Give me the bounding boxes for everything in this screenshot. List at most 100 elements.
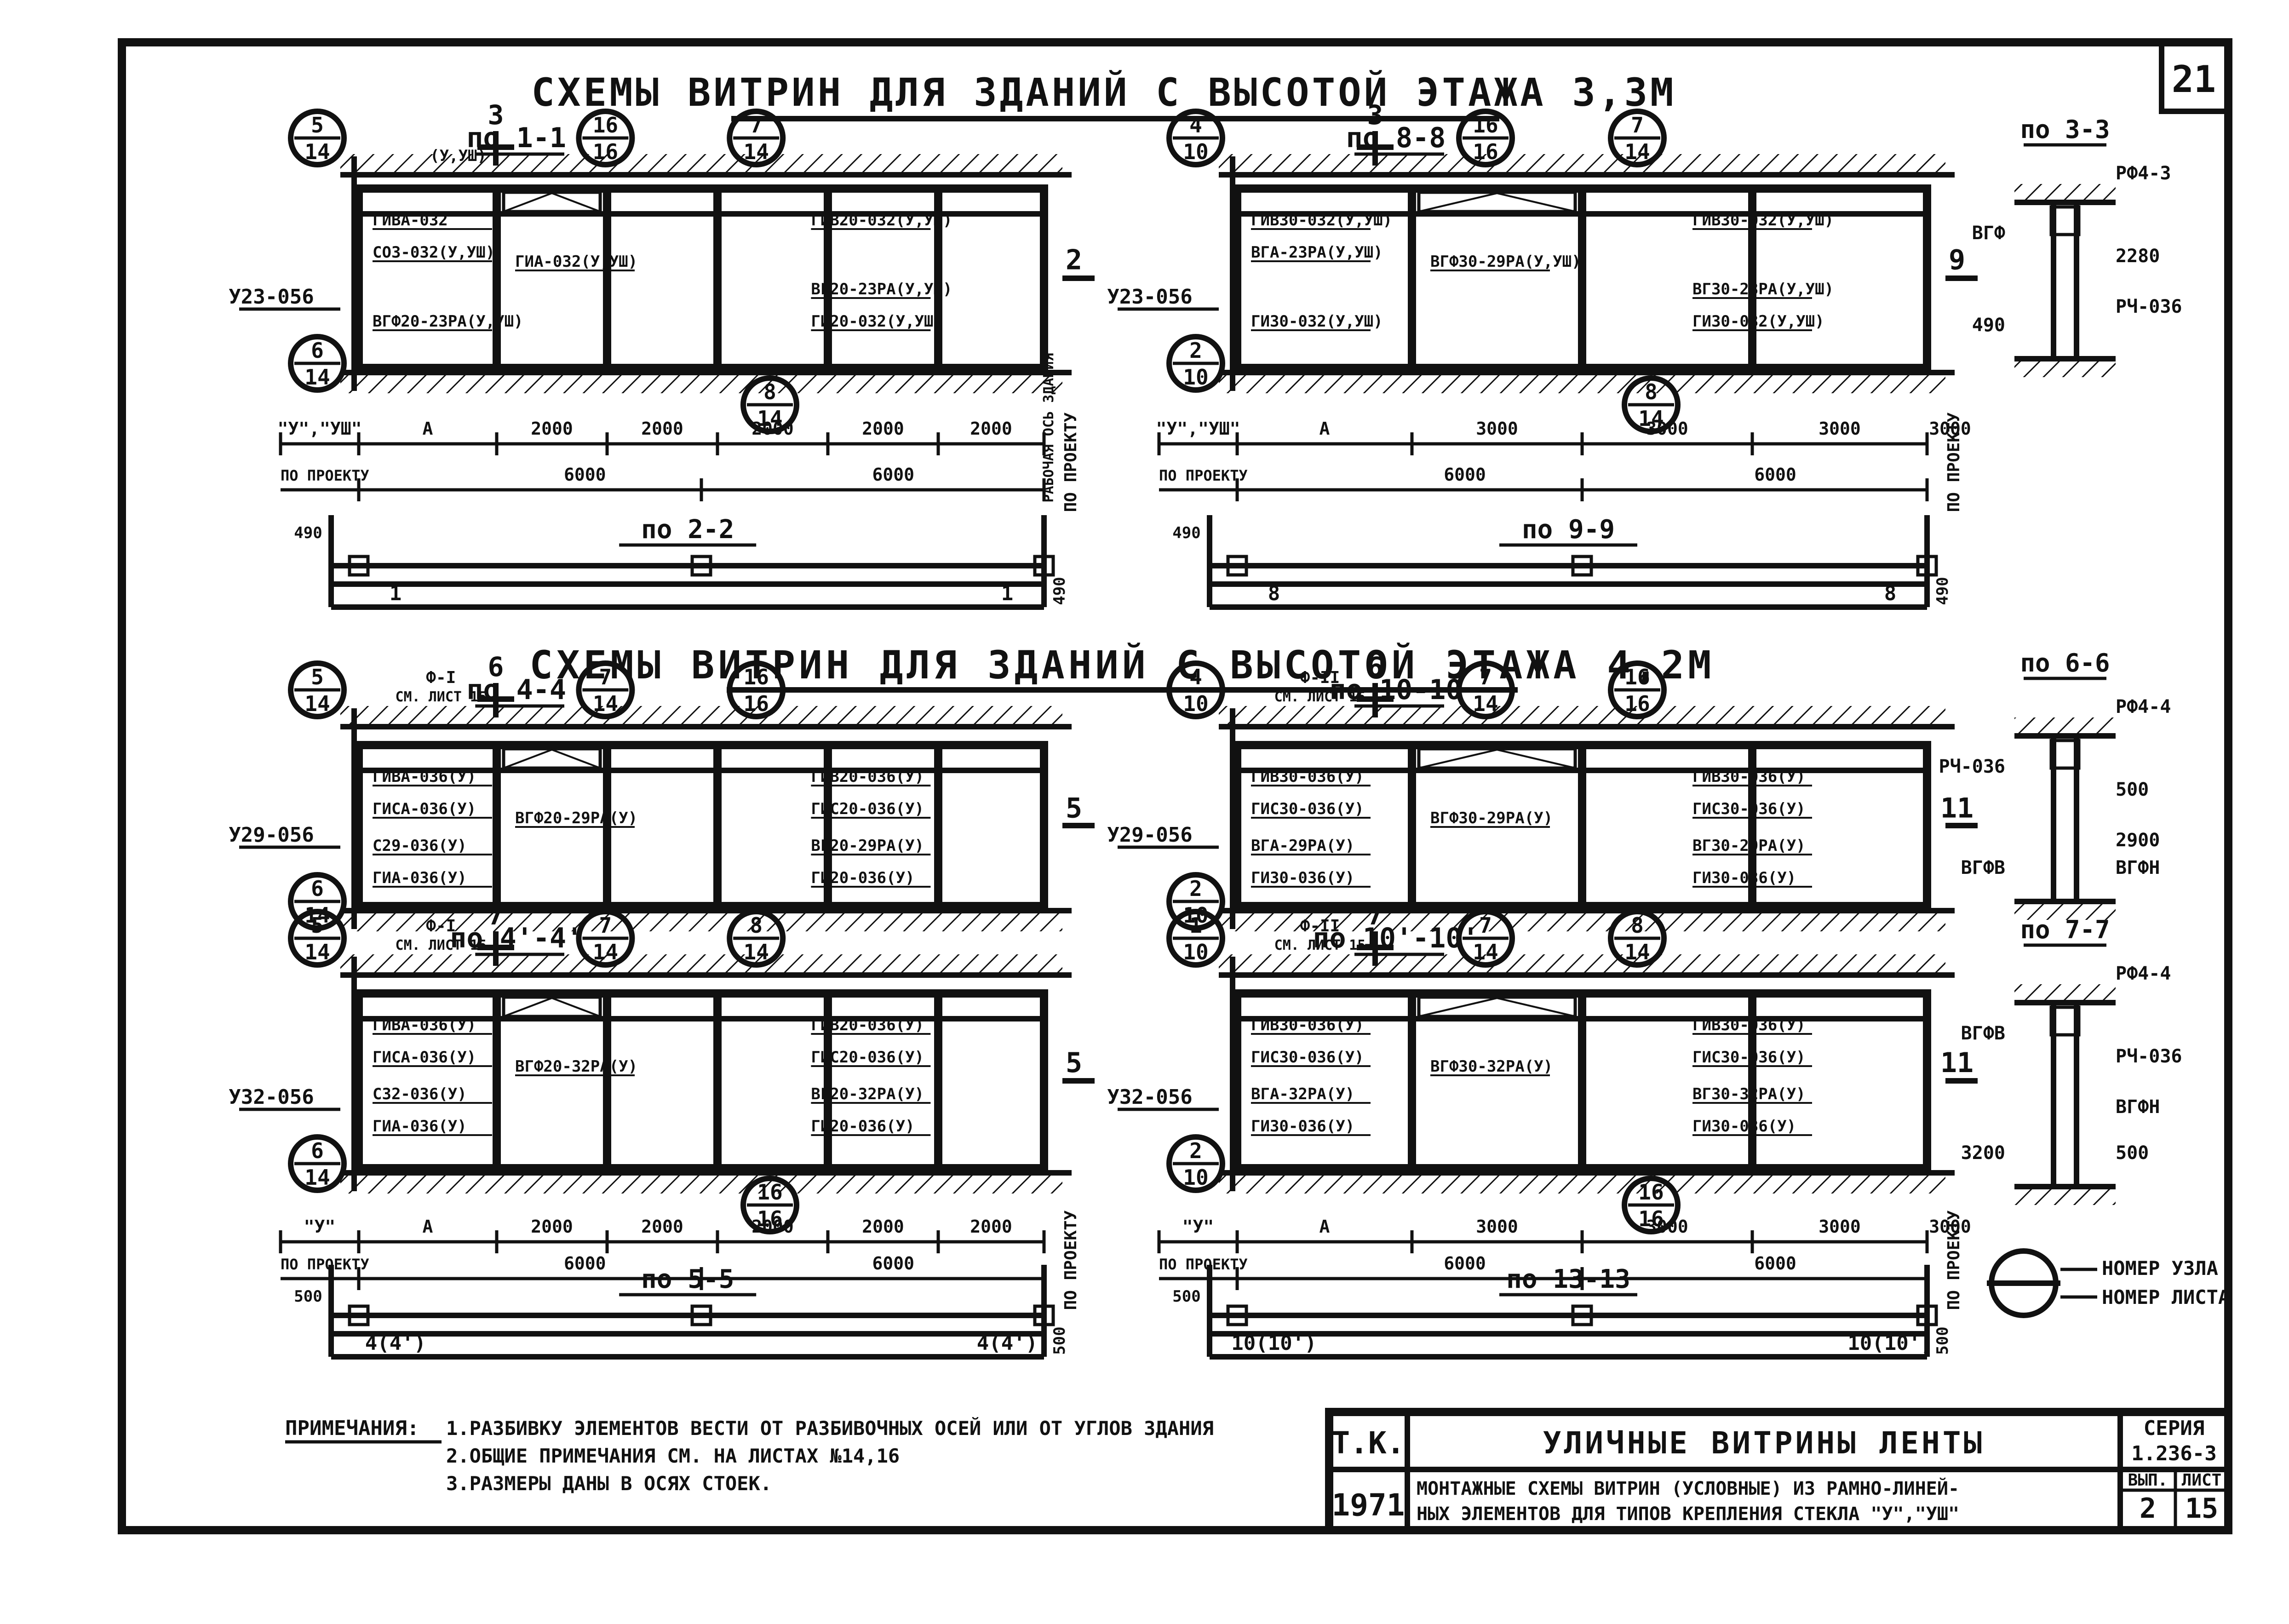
callout-node: 16 (1638, 1180, 1664, 1205)
view-label: по 10'-10' (1313, 922, 1479, 954)
element-label: ГИС30-036(У) (1251, 800, 1364, 818)
dim-top-5: 2000 (862, 1217, 904, 1237)
vent-sash (1417, 190, 1577, 213)
callout-node: 8 (763, 379, 776, 404)
dim-top-1: А (1319, 419, 1330, 439)
element-label: ГИВА-036(У) (373, 1016, 476, 1034)
dim-top-5: 2000 (862, 419, 904, 439)
callout-circle (727, 109, 786, 167)
dim-bottom-1: 6000 (1444, 1253, 1486, 1274)
cut-mark: 6 (488, 651, 504, 683)
vent-diag-2 (551, 192, 601, 212)
tb-issue: 2 (2140, 1492, 2156, 1525)
element-label: ВГФ30-32РА(У) (1430, 1057, 1553, 1076)
side-head (2049, 205, 2081, 236)
f-note: Ф-II (1300, 917, 1340, 935)
anchor-1 (690, 555, 712, 577)
section-mark: 9 (1949, 244, 1965, 276)
dim-top-2: 2000 (531, 1217, 573, 1237)
side-label-4: ВГФВ (1961, 857, 2005, 878)
callout-circle (288, 1134, 347, 1193)
dim-500-right: 500 (1933, 1326, 1952, 1354)
callout-node: 6 (311, 1138, 324, 1163)
side-label-0: РФ4-3 (2116, 163, 2171, 184)
callout-node: 2 (1189, 1138, 1202, 1163)
section-mark: 5 (1066, 1047, 1082, 1079)
callout-circle (1608, 660, 1667, 719)
side-label-5: 500 (2116, 1142, 2149, 1164)
callout-sheet: 10 (1183, 1165, 1208, 1190)
callout-8-14: 814 (1608, 909, 1667, 968)
dim-bottom-label: ПО ПРОЕКТУ (281, 467, 369, 484)
callout-sheet: 14 (304, 940, 330, 964)
dim-top-3: 3000 (1646, 1217, 1688, 1237)
wall-bottom-hatch (1219, 373, 1945, 393)
vent-diag-2 (1497, 749, 1576, 769)
element-label: ГИ20-036(У) (811, 869, 914, 887)
element-label: ГИВ30-036(У) (1692, 768, 1806, 786)
wall-top-hatch (1219, 154, 1945, 175)
dim-top-6: 2000 (970, 1217, 1012, 1237)
callout-6-14: 614 (288, 1134, 347, 1193)
element-label: ВГФ30-29РА(У) (1430, 809, 1553, 827)
element-label: ГИА-032(У,УШ) (515, 252, 637, 271)
vent-diag-2 (1497, 192, 1576, 212)
notes-heading: ПРИМЕЧАНИЯ: (285, 1417, 419, 1440)
element-label: ВГ20-23РА(У,УШ) (811, 280, 952, 298)
callout-node: 8 (1645, 379, 1658, 404)
view-label: по 10-10 (1330, 674, 1463, 706)
side-label-2: 500 (2116, 779, 2149, 800)
legend: НОМЕР УЗЛА НОМЕР ЛИСТА (1987, 1248, 2230, 1318)
callout-circle (576, 660, 635, 719)
element-label: ГИВ20-032(У,УШ) (811, 211, 952, 230)
f-note: Ф-II (1300, 668, 1340, 687)
proj-label: ПО ПРОЕКТУ (1061, 1210, 1080, 1310)
side-hatch-top (2014, 717, 2116, 736)
section-mark: 11 (1940, 792, 1973, 825)
callout-sheet: 14 (304, 365, 330, 390)
callout-node: 7 (1631, 113, 1644, 138)
dim-490-left: 490 (1172, 524, 1200, 542)
element-label: СОЗ-032(У,УШ) (373, 243, 495, 262)
post-label: У29-056 (229, 823, 314, 847)
element-label: ГИС30-036(У) (1251, 1048, 1364, 1067)
callout-circle (1456, 909, 1515, 968)
post-label: У29-056 (1107, 823, 1192, 847)
section-below-title: по 9-9 (1522, 515, 1615, 545)
element-label: ВГФ20-29РА(У) (515, 809, 637, 827)
element-label: ГИ20-032(У,УШ) (811, 312, 943, 331)
wall-top-hatch (1219, 706, 1945, 727)
wall-top-hatch (340, 706, 1062, 727)
element-label: ГИС20-036(У) (811, 800, 924, 818)
callout-node: 5 (311, 913, 324, 938)
callout-sheet: 16 (757, 1206, 782, 1231)
callout-sheet: 14 (304, 1165, 330, 1190)
dim-top-1: А (1319, 1217, 1330, 1237)
side-label-2: РЧ-036 (2116, 1046, 2182, 1067)
callout-sheet: 14 (757, 406, 782, 431)
callout-sheet: 14 (304, 139, 330, 164)
callout-4-10: 410 (1166, 660, 1225, 719)
callout-8-14: 814 (740, 375, 799, 434)
tb-year: 1971 (1332, 1487, 1405, 1523)
element-label: ВГ20-32РА(У) (811, 1085, 924, 1103)
element-label: ГИ30-036(У) (1251, 1117, 1354, 1136)
sheet-note: СМ. ЛИСТ 15 (1274, 689, 1366, 705)
side-label-3: ВГФН (2116, 1096, 2160, 1118)
dim-top-4: 3000 (1819, 419, 1861, 439)
element-label: ВГ20-29РА(У) (811, 837, 924, 855)
callout-sheet: 10 (1183, 139, 1208, 164)
note-line-3: 3.РАЗМЕРЫ ДАНЫ В ОСЯХ СТОЕК. (446, 1472, 772, 1495)
callout-7-14: 714 (1456, 909, 1515, 968)
panel-p6: по 10'-10'У32-0561102107148141616711Ф-II… (1107, 900, 1978, 1360)
beam-mark-left: 8 (1268, 582, 1280, 605)
dim-top-0: "У","УШ" (277, 419, 361, 439)
side-label-1: ВГФВ (1961, 1023, 2005, 1044)
element-label: С29-036(У) (373, 837, 467, 855)
callout-6-14: 614 (288, 334, 347, 393)
panels-group: по 1-1У23-05651461416167148143(У,УШ)2ГИВ… (229, 99, 1978, 1360)
